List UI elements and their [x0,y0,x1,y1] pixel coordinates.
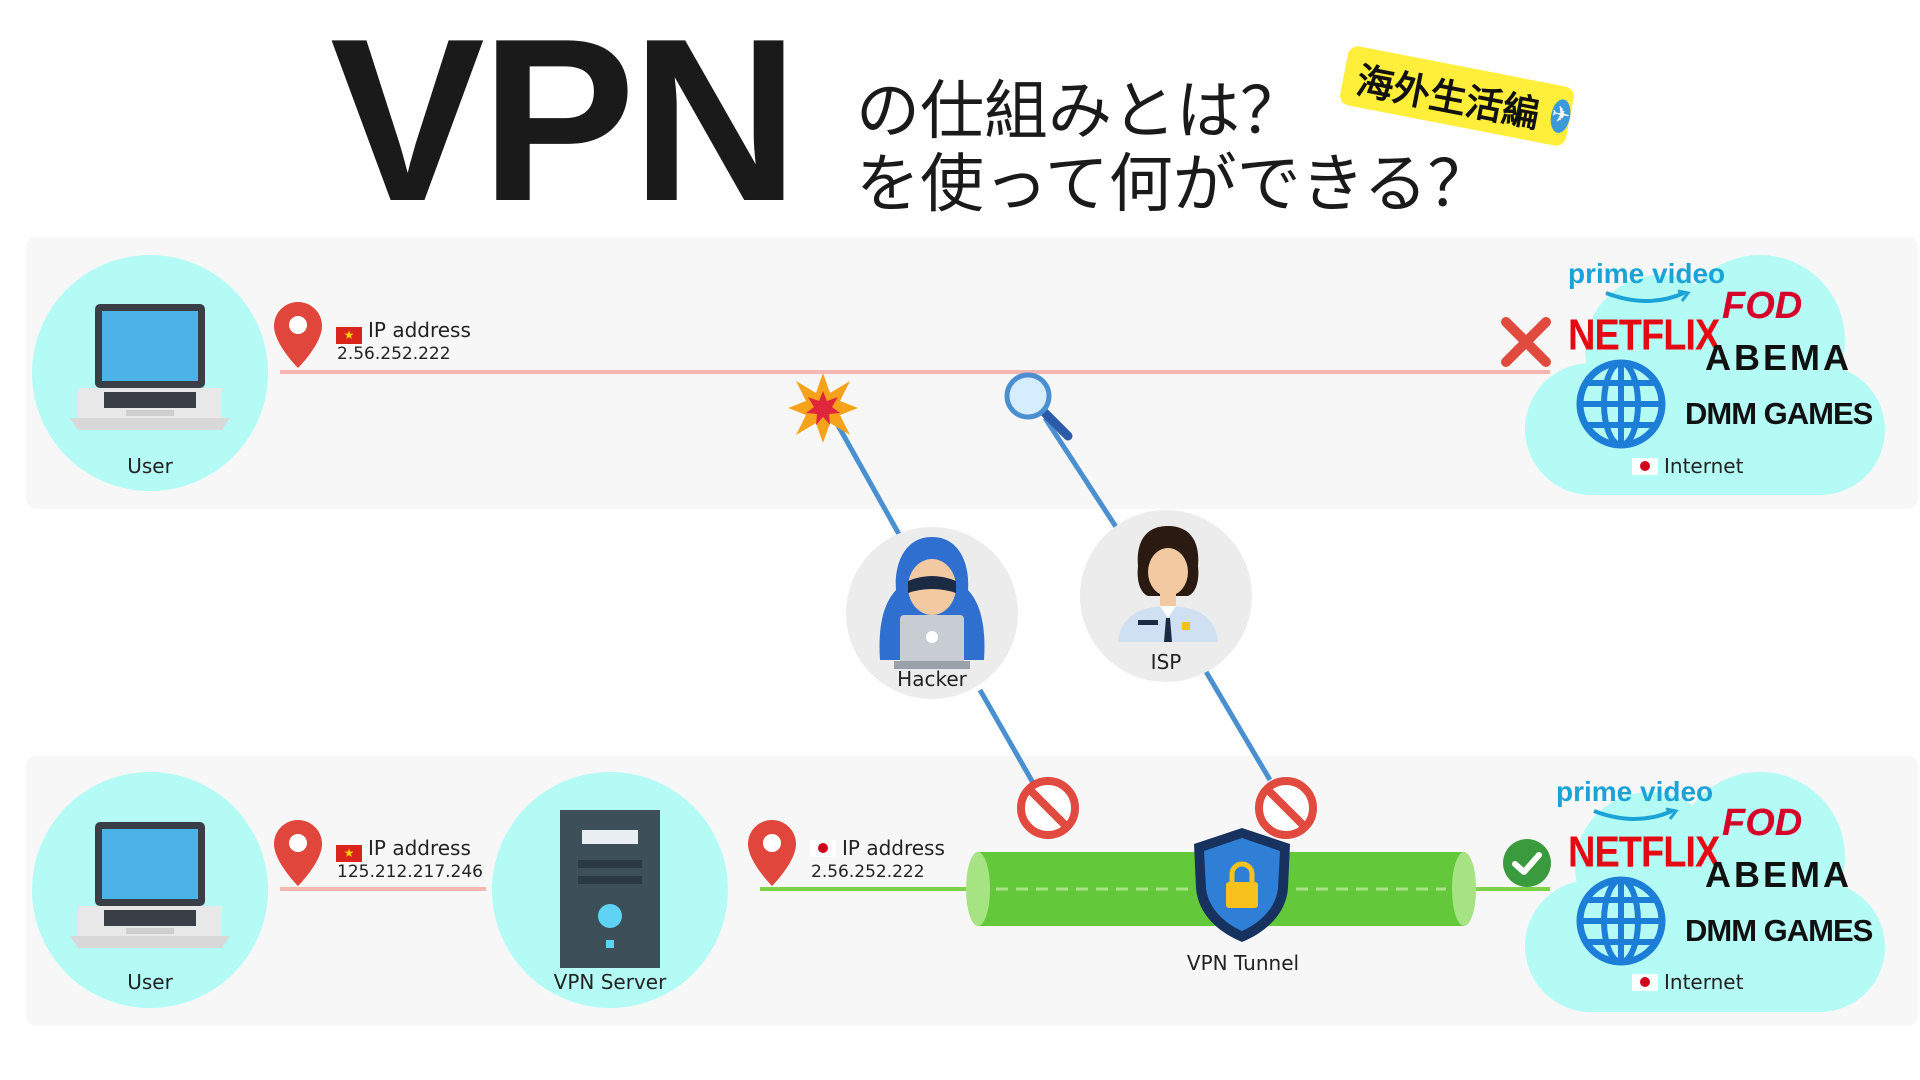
server-ip-label-text: IP address [842,836,945,860]
blocked-x-icon [1501,317,1551,367]
dmm-games-logo: DMM GAMES [1685,396,1873,431]
dmm-games-logo: DMM GAMES [1685,913,1873,948]
japan-flag-icon [1632,974,1658,991]
isp-label: ISP [1150,650,1182,674]
location-pin-icon [274,302,322,368]
netflix-logo: NETFLIX [1568,828,1720,878]
top-internet-label: Internet [1632,454,1743,478]
no-entry-icon [1017,777,1079,839]
laptop-icon [70,304,230,430]
globe-icon [1576,876,1666,966]
bottom-internet-label: Internet [1632,970,1743,994]
prime-video-logo: prime video [1568,258,1726,289]
fod-logo: FOD [1722,285,1803,327]
vpn-server-label: VPN Server [553,970,667,994]
vietnam-flag-icon: ★ [336,327,362,344]
top-user-label: User [127,454,173,478]
abema-logo: ABEMA [1705,337,1852,378]
laptop-icon [70,822,230,948]
title-vpn: VPN [330,0,799,250]
isp-officer-icon [1118,526,1218,642]
user-to-server-line [280,887,486,891]
vpn-tunnel-label: VPN Tunnel [1186,951,1300,975]
location-pin-icon [748,820,796,886]
netflix-logo: NETFLIX [1568,311,1720,361]
magnifier-icon [1004,372,1073,441]
prime-smile-icon [1593,807,1679,821]
bottom-ip-label: ★ IP address [336,836,471,862]
top-ip-label: ★ IP address [336,318,471,344]
shield-lock-icon [1194,828,1290,942]
hacker-icon [879,537,985,669]
check-icon [1503,839,1551,887]
top-ip-value: 2.56.252.222 [337,344,451,364]
prime-video-logo: prime video [1556,776,1714,807]
hacker-label: Hacker [897,667,967,691]
location-pin-icon [274,820,322,886]
bottom-internet-label-text: Internet [1664,970,1744,994]
globe-icon [1576,359,1666,449]
server-ip-value: 2.56.252.222 [811,862,925,882]
fod-logo: FOD [1722,802,1803,844]
vietnam-flag-icon: ★ [336,845,362,862]
top-internet-label-text: Internet [1664,454,1744,478]
bottom-ip-value: 125.212.217.246 [337,862,484,882]
prime-smile-icon [1605,289,1691,303]
server-ip-label: IP address [810,836,945,860]
bottom-ip-label-text: IP address [368,836,471,860]
server-icon [560,810,660,968]
title-line-1: の仕組みとは？ [856,75,1304,149]
japan-flag-icon [1632,458,1658,475]
top-ip-label-text: IP address [368,318,471,342]
japan-flag-icon [810,840,836,857]
bottom-user-label: User [127,970,173,994]
abema-logo: ABEMA [1705,854,1852,895]
no-entry-icon [1255,777,1317,839]
attack-burst-icon [788,373,858,443]
top-connection-line [280,370,1550,374]
title-line-2: を使って何ができる？ [856,148,1492,222]
